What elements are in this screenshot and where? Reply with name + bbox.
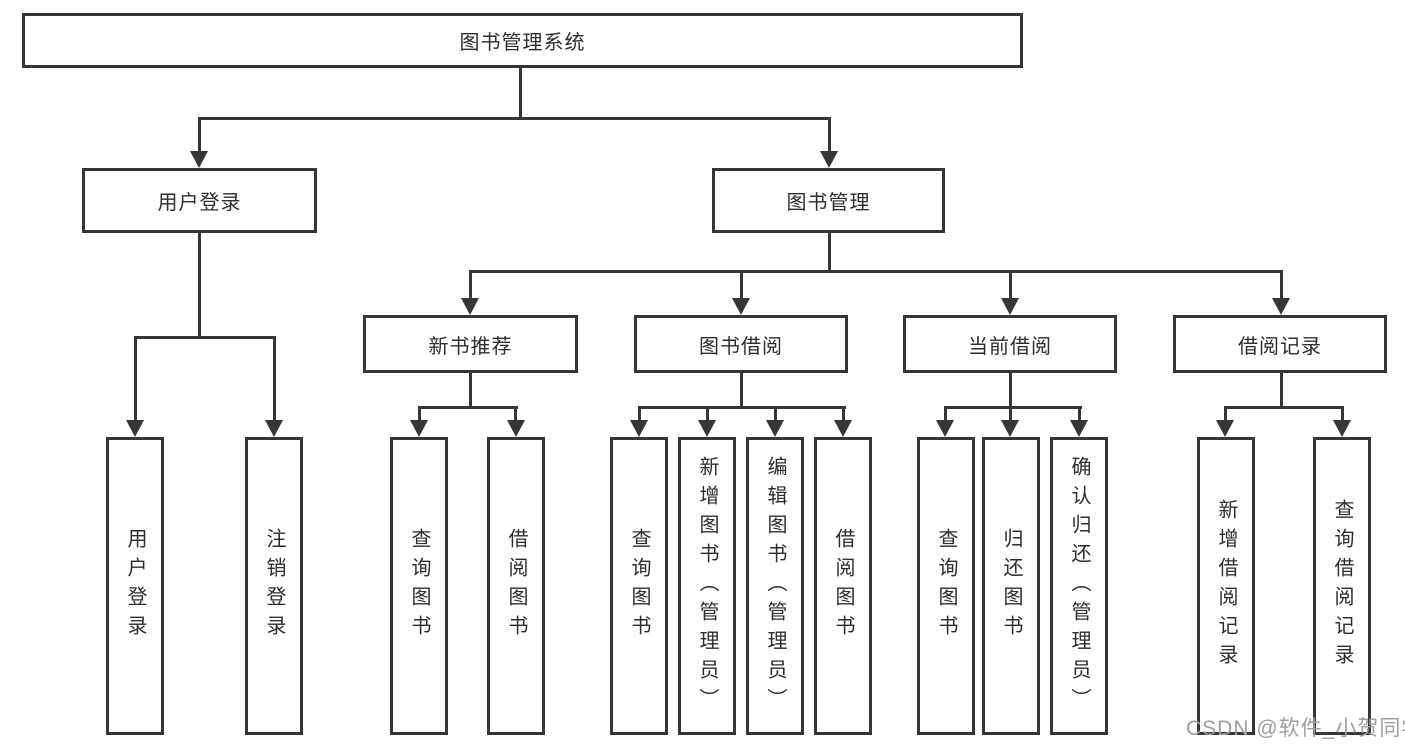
arrowhead-icon (265, 420, 283, 437)
connector-line (418, 406, 518, 409)
arrowhead-icon (698, 420, 716, 437)
leaf-query-book-borrow: 查询图书 (610, 437, 668, 735)
connector-line (1009, 406, 1012, 422)
connector-line (1224, 406, 1227, 422)
csdn-watermark: CSDN @软件_小贺同学 (1186, 717, 1405, 740)
leaf-borrow-book: 借阅图书 (814, 437, 872, 735)
arrowhead-icon (461, 298, 479, 315)
connector-line (198, 117, 201, 153)
connector-line (198, 117, 831, 120)
node-root: 图书管理系统 (22, 13, 1023, 68)
connector-line (706, 406, 709, 422)
leaf-query-book-current: 查询图书 (917, 437, 975, 735)
arrowhead-icon (410, 420, 428, 437)
connector-line (1280, 270, 1283, 300)
connector-line (740, 270, 743, 300)
connector-line (740, 371, 743, 409)
connector-line (638, 406, 641, 422)
connector-line (1009, 270, 1012, 300)
connector-line (944, 406, 1082, 409)
node-user-login: 用户登录 (82, 168, 317, 233)
connector-line (134, 336, 276, 339)
node-current-borrow: 当前借阅 (903, 315, 1117, 373)
connector-line (469, 270, 1283, 273)
connector-line (1224, 406, 1344, 409)
leaf-add-borrow-record: 新增借阅记录 (1197, 437, 1255, 735)
connector-line (1009, 371, 1012, 409)
connector-line (842, 406, 845, 422)
connector-line (418, 406, 421, 422)
arrowhead-icon (1001, 298, 1019, 315)
leaf-logout: 注销登录 (245, 437, 303, 735)
connector-line (519, 66, 522, 118)
arrowhead-icon (834, 420, 852, 437)
arrowhead-icon (1333, 420, 1351, 437)
arrowhead-icon (507, 420, 525, 437)
node-book-borrow: 图书借阅 (634, 315, 848, 373)
arrowhead-icon (1001, 420, 1019, 437)
connector-line (638, 406, 846, 409)
arrowhead-icon (1070, 420, 1088, 437)
arrowhead-icon (190, 151, 208, 168)
connector-line (469, 371, 472, 409)
connector-line (514, 406, 517, 422)
leaf-return-book: 归还图书 (982, 437, 1040, 735)
connector-line (1341, 406, 1344, 422)
connector-line (828, 117, 831, 153)
leaf-query-book-recommend: 查询图书 (390, 437, 448, 735)
connector-line (944, 406, 947, 422)
connector-line (198, 231, 201, 338)
node-borrow-record: 借阅记录 (1173, 315, 1387, 373)
arrowhead-icon (766, 420, 784, 437)
node-book-management: 图书管理 (712, 168, 945, 233)
connector-line (828, 231, 831, 273)
connector-line (273, 336, 276, 421)
arrowhead-icon (820, 151, 838, 168)
leaf-query-borrow-record: 查询借阅记录 (1313, 437, 1371, 735)
leaf-add-book-admin: 新增图书（管理员） (678, 437, 736, 735)
connector-line (469, 270, 472, 300)
arrowhead-icon (1272, 298, 1290, 315)
connector-line (1078, 406, 1081, 422)
node-new-book-recommend: 新书推荐 (363, 315, 578, 373)
connector-line (134, 336, 137, 421)
arrowhead-icon (1216, 420, 1234, 437)
leaf-borrow-book-recommend: 借阅图书 (487, 437, 545, 735)
arrowhead-icon (936, 420, 954, 437)
leaf-confirm-return-admin: 确认归还（管理员） (1050, 437, 1108, 735)
connector-line (774, 406, 777, 422)
connector-line (1280, 371, 1283, 409)
leaf-user-login: 用户登录 (106, 437, 164, 735)
arrowhead-icon (630, 420, 648, 437)
leaf-edit-book-admin: 编辑图书（管理员） (746, 437, 804, 735)
arrowhead-icon (732, 298, 750, 315)
arrowhead-icon (126, 420, 144, 437)
